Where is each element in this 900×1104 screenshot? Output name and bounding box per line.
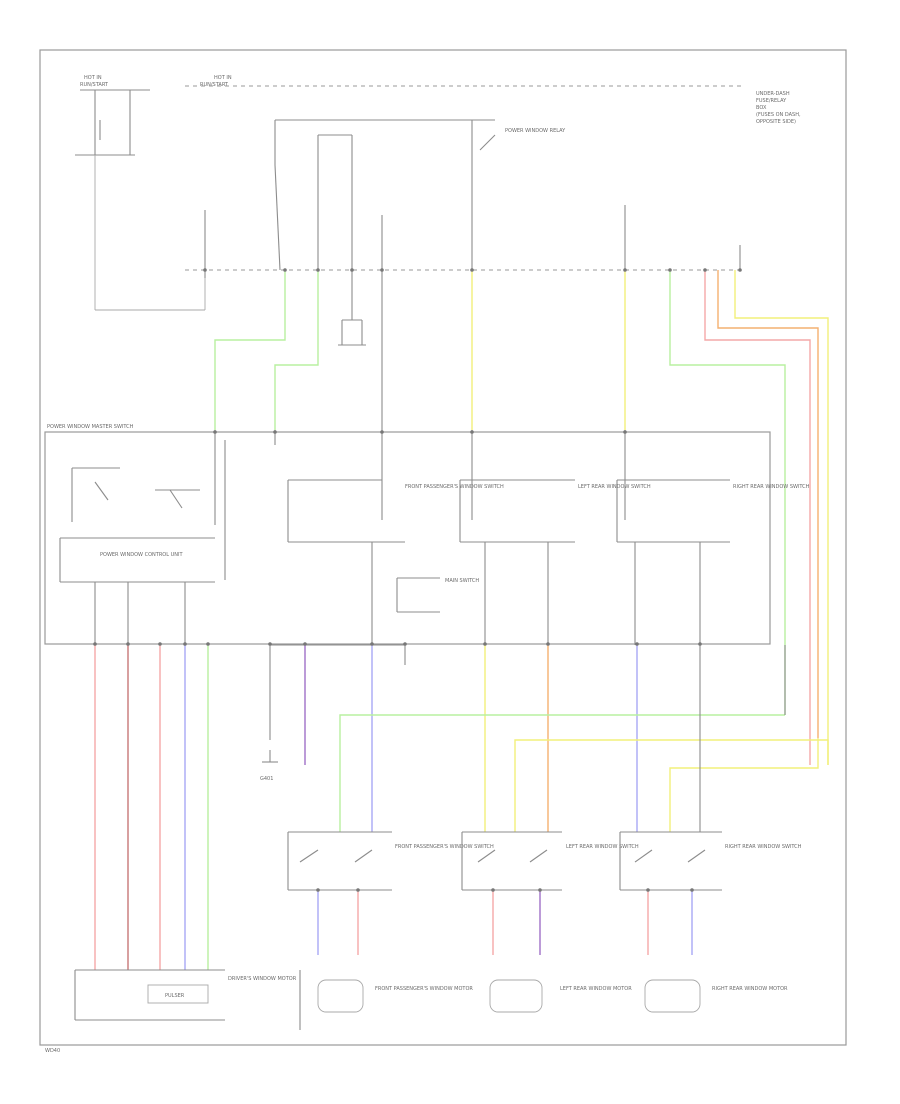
splice-dot: [546, 642, 550, 646]
svg-text:LEFT REAR WINDOW MOTOR: LEFT REAR WINDOW MOTOR: [560, 986, 632, 992]
splice-dot: [126, 642, 130, 646]
top-color-wires: [214, 270, 829, 765]
splice-dot: [273, 430, 277, 434]
splice-dot: [491, 888, 495, 892]
splice-dot: [283, 268, 287, 272]
splice-dot: [203, 268, 207, 272]
svg-text:MAIN SWITCH: MAIN SWITCH: [445, 578, 479, 584]
splice-dot: [380, 268, 384, 272]
svg-text:RIGHT REAR WINDOW MOTOR: RIGHT REAR WINDOW MOTOR: [712, 986, 788, 992]
splice-dot: [668, 268, 672, 272]
master-internal-drops: [94, 430, 701, 645]
splice-dot: [623, 268, 627, 272]
bottom-color-wires: [94, 645, 829, 970]
svg-text:OPPOSITE SIDE): OPPOSITE SIDE): [756, 119, 796, 125]
svg-text:FUSE/RELAY: FUSE/RELAY: [756, 98, 787, 104]
left-rear-window-motor: LEFT REAR WINDOW MOTOR: [489, 979, 632, 1013]
front-passenger-window-switch: FRONT PASSENGER'S WINDOW SWITCH: [287, 831, 494, 891]
hot-run-start-block: HOT IN RUN/START: [75, 75, 150, 156]
splice-dot: [470, 430, 474, 434]
splice-dot: [646, 888, 650, 892]
svg-text:(FUSES ON DASH,: (FUSES ON DASH,: [756, 112, 801, 118]
diagram-border: [39, 49, 847, 1046]
footer-code: WD40: [45, 1048, 60, 1054]
splice-dot: [403, 642, 407, 646]
splice-points: [93, 268, 742, 892]
splice-dot: [213, 430, 217, 434]
run-start-label-1: RUN/START: [80, 82, 109, 88]
splice-dot: [370, 642, 374, 646]
splice-dot: [303, 642, 307, 646]
driver-window-motor: PULSER DRIVER'S WINDOW MOTOR: [74, 969, 297, 1021]
splice-dot: [206, 642, 210, 646]
svg-text:FRONT PASSENGER'S WINDOW SWITC: FRONT PASSENGER'S WINDOW SWITCH: [395, 844, 494, 850]
splice-dot: [483, 642, 487, 646]
under-dash-fuse-box-label: UNDER-DASH FUSE/RELAY BOX (FUSES ON DASH…: [756, 91, 801, 125]
splice-dot: [690, 888, 694, 892]
svg-text:POWER WINDOW CONTROL UNIT: POWER WINDOW CONTROL UNIT: [100, 552, 183, 558]
hot-in-label-2: HOT IN: [214, 75, 232, 81]
splice-dot: [158, 642, 162, 646]
connector-drops: [204, 270, 383, 430]
splice-dot: [703, 268, 707, 272]
right-rear-window-switch: RIGHT REAR WINDOW SWITCH: [619, 831, 802, 891]
splice-dot: [698, 642, 702, 646]
splice-dot: [623, 430, 627, 434]
svg-text:FRONT PASSENGER'S WINDOW SWITC: FRONT PASSENGER'S WINDOW SWITCH: [405, 484, 504, 490]
svg-text:FRONT PASSENGER'S WINDOW MOTOR: FRONT PASSENGER'S WINDOW MOTOR: [375, 986, 473, 992]
svg-text:LEFT REAR WINDOW SWITCH: LEFT REAR WINDOW SWITCH: [578, 484, 651, 490]
splice-dot: [738, 268, 742, 272]
svg-text:LEFT REAR WINDOW SWITCH: LEFT REAR WINDOW SWITCH: [566, 844, 639, 850]
splice-dot: [356, 888, 360, 892]
fuse-wire-a: [274, 164, 281, 271]
splice-dot: [93, 642, 97, 646]
splice-dot: [470, 268, 474, 272]
svg-text:PULSER: PULSER: [165, 993, 185, 999]
power-window-relay: POWER WINDOW RELAY: [274, 119, 566, 270]
splice-dot: [268, 642, 272, 646]
splice-dot: [350, 268, 354, 272]
splice-dot: [635, 642, 639, 646]
svg-text:DRIVER'S WINDOW MOTOR: DRIVER'S WINDOW MOTOR: [228, 976, 297, 982]
splice-dot: [316, 268, 320, 272]
splice-dot: [316, 888, 320, 892]
lower-grey-wiring: [262, 644, 786, 832]
svg-text:POWER WINDOW RELAY: POWER WINDOW RELAY: [505, 128, 566, 134]
run-start-label-2: RUN/START: [200, 82, 229, 88]
splice-dot: [380, 430, 384, 434]
svg-text:RIGHT REAR WINDOW SWITCH: RIGHT REAR WINDOW SWITCH: [733, 484, 810, 490]
right-rear-window-motor: RIGHT REAR WINDOW MOTOR: [644, 979, 788, 1013]
svg-text:BOX: BOX: [756, 105, 767, 111]
front-passenger-window-motor: FRONT PASSENGER'S WINDOW MOTOR: [299, 970, 473, 1030]
power-window-master-switch: POWER WINDOW MASTER SWITCH POWER WINDOW …: [44, 424, 810, 645]
left-rear-window-switch: LEFT REAR WINDOW SWITCH: [461, 831, 639, 891]
splice-dot: [183, 642, 187, 646]
ground-label: G401: [260, 776, 273, 782]
svg-text:RIGHT REAR WINDOW SWITCH: RIGHT REAR WINDOW SWITCH: [725, 844, 802, 850]
splice-dot: [538, 888, 542, 892]
svg-text:UNDER-DASH: UNDER-DASH: [756, 91, 790, 97]
hot-in-label-1: HOT IN: [84, 75, 102, 81]
svg-text:POWER WINDOW MASTER SWITCH: POWER WINDOW MASTER SWITCH: [47, 424, 134, 430]
